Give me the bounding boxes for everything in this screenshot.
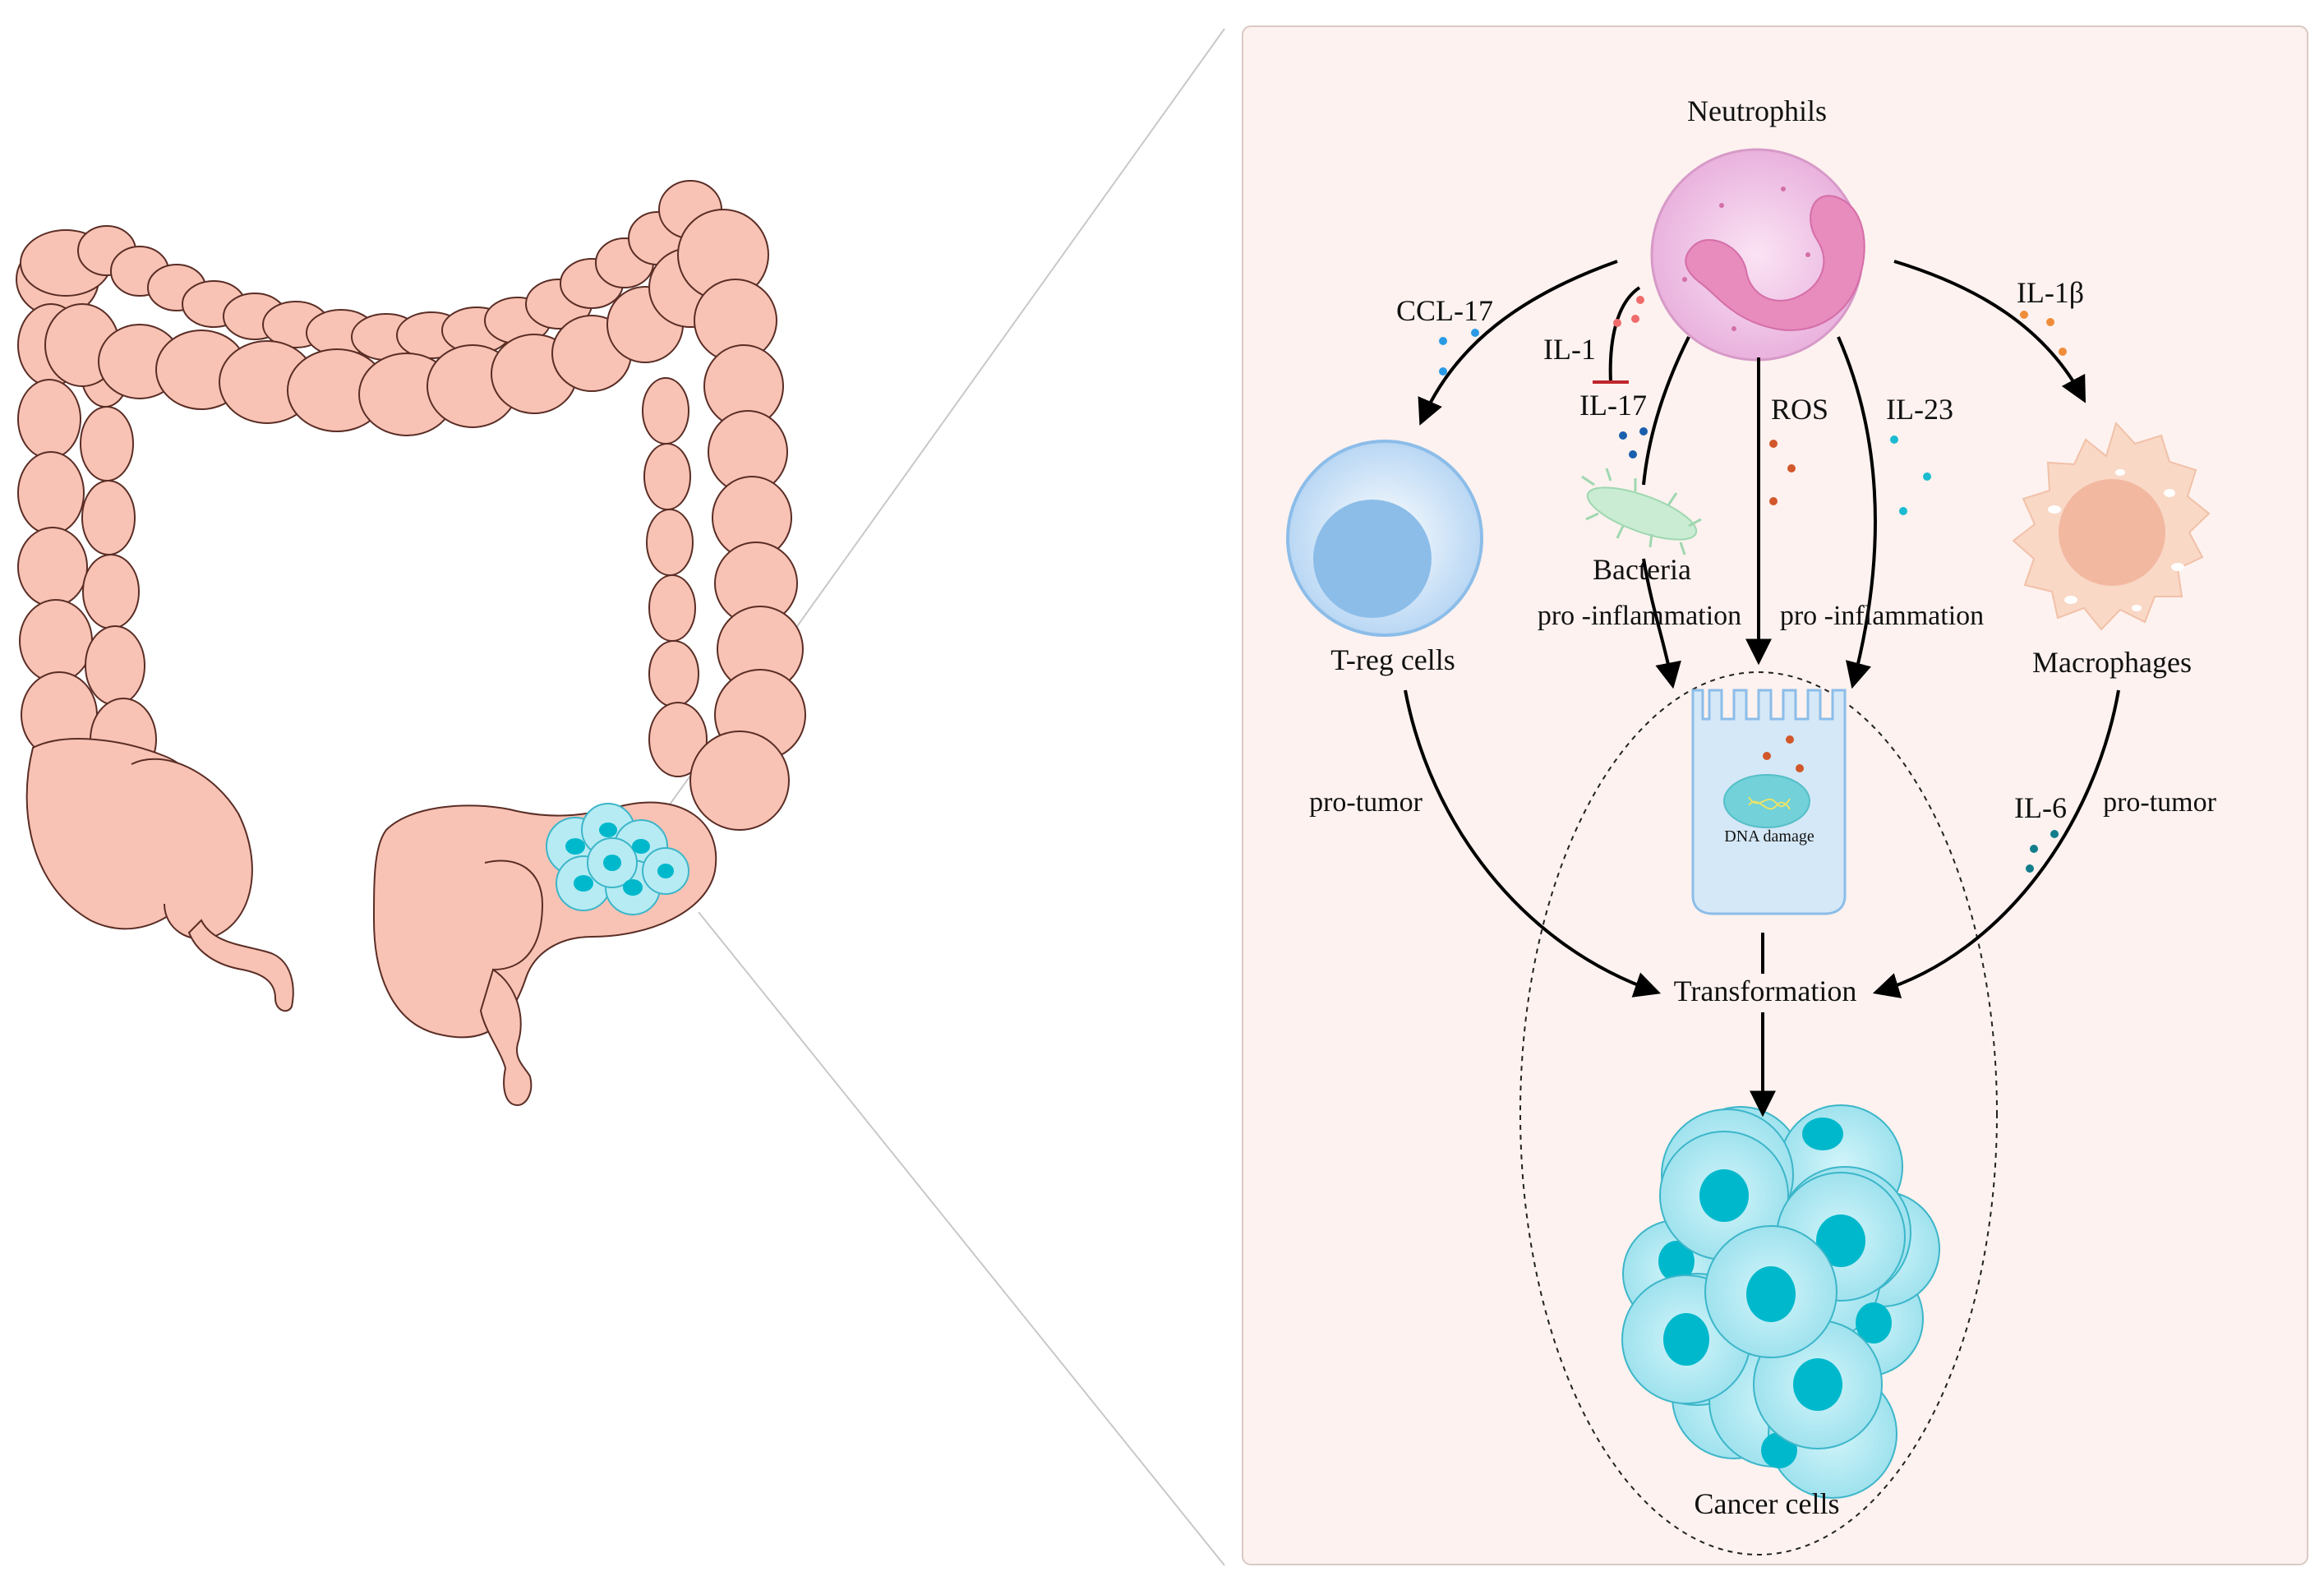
descending-colon bbox=[642, 209, 806, 831]
arrow-macrophage-to-transformation bbox=[1872, 689, 2120, 998]
pro-inflammation-left-label: pro -inflammation bbox=[1538, 601, 1741, 631]
arrow-neutrophil-to-treg bbox=[1418, 260, 1618, 426]
arrows bbox=[1404, 260, 2120, 1118]
bacteria-icon bbox=[1581, 468, 1702, 555]
neutrophils-label: Neutrophils bbox=[1687, 94, 1827, 127]
il17-dots bbox=[1619, 427, 1648, 459]
epithelial-cell bbox=[1691, 689, 1847, 915]
arrow-il23 bbox=[1837, 336, 1877, 689]
dna-damage-label: DNA damage bbox=[1724, 827, 1814, 846]
transformation-label: Transformation bbox=[1674, 975, 1857, 1007]
colon-tumor bbox=[546, 803, 689, 915]
il23-dots bbox=[1890, 436, 1931, 515]
transverse-colon bbox=[20, 180, 732, 436]
macrophage-cell bbox=[2012, 422, 2211, 631]
cancer-cells-front bbox=[1621, 1131, 1906, 1449]
il6-label: IL-6 bbox=[2014, 791, 2067, 824]
arrow-bacteria-to-epithelium bbox=[1642, 336, 1690, 486]
il1-label: IL-1 bbox=[1543, 333, 1596, 366]
treg-cell bbox=[1286, 440, 1483, 637]
arrow-neutrophil-to-macrophage bbox=[1893, 260, 2086, 403]
arrow-treg-to-transformation bbox=[1404, 689, 1662, 998]
ccl17-label: CCL-17 bbox=[1396, 294, 1493, 327]
treg-label: T-reg cells bbox=[1330, 643, 1455, 676]
dna-icon bbox=[1748, 796, 1791, 810]
pro-tumor-left-label: pro-tumor bbox=[1309, 787, 1423, 818]
il1-dots bbox=[1613, 296, 1644, 327]
ros-dots-cell bbox=[1763, 735, 1804, 772]
il23-label: IL-23 bbox=[1886, 393, 1953, 426]
il1b-dots bbox=[2020, 311, 2067, 356]
il17-label: IL-17 bbox=[1579, 389, 1647, 422]
macrophages-label: Macrophages bbox=[2032, 646, 2192, 679]
il1b-label: IL-1β bbox=[2017, 276, 2084, 309]
pro-inflammation-right-label: pro -inflammation bbox=[1780, 601, 1984, 631]
colon-illustration bbox=[16, 180, 806, 1107]
arrow-proinflammation-left bbox=[1642, 558, 1681, 689]
cell-nucleus bbox=[1723, 774, 1810, 828]
il6-dots bbox=[2026, 830, 2059, 873]
neutrophil-cell bbox=[1650, 148, 1865, 362]
pro-tumor-right-label: pro-tumor bbox=[2103, 787, 2217, 818]
cancer-cells-label: Cancer cells bbox=[1695, 1487, 1840, 1520]
ros-label: ROS bbox=[1771, 393, 1828, 426]
bacteria-label: Bacteria bbox=[1593, 553, 1691, 586]
neutrophil-nucleus bbox=[1685, 195, 1865, 331]
ccl17-dots bbox=[1439, 329, 1479, 376]
ros-dots bbox=[1769, 440, 1796, 505]
transformation-region bbox=[1519, 671, 1998, 1555]
inhibit-il1 bbox=[1608, 286, 1641, 383]
